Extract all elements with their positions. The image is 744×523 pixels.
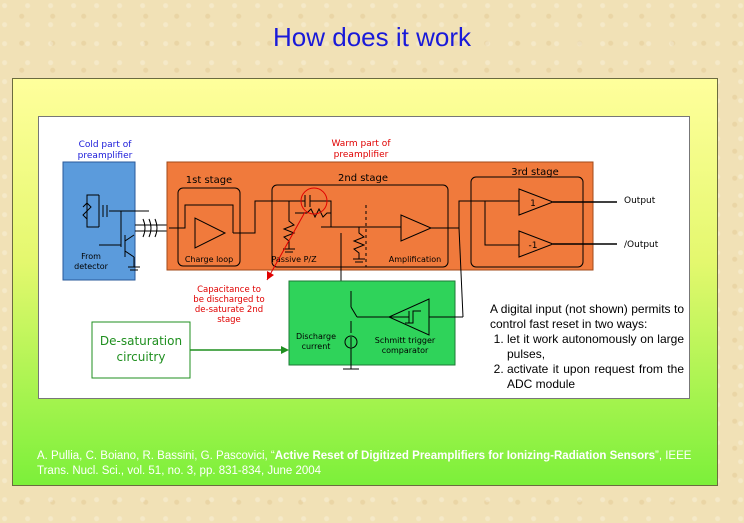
buffer-negative <box>518 230 555 258</box>
gain-positive-label: 1 <box>530 199 536 209</box>
cap-note-line1: Capacitance to <box>197 285 261 295</box>
amplification-label: Amplification <box>389 255 441 264</box>
desaturation-label-line1: De-saturation <box>100 334 182 348</box>
from-detector-line1: From <box>81 252 101 261</box>
gain-negative-label: -1 <box>529 241 538 251</box>
stage1-label: 1st stage <box>186 175 232 186</box>
cold-label-line1: Cold part of <box>79 140 133 150</box>
output-neg-label: /Output <box>624 240 659 250</box>
discharge-label-line2: current <box>302 342 331 351</box>
note-list: let it work autonomously on large pulses… <box>490 332 684 392</box>
stage2-box <box>271 184 449 268</box>
buffer-positive <box>518 188 555 216</box>
desaturation-label-line2: circuitry <box>117 350 166 364</box>
schmitt-label-line1: Schmitt trigger <box>375 336 436 345</box>
cold-label-line2: preamplifier <box>78 151 133 161</box>
note-item: activate it upon request from the ADC mo… <box>507 362 684 392</box>
reference-title: Active Reset of Digitized Preamplifiers … <box>274 450 655 462</box>
note-intro: A digital input (not shown) permits to c… <box>490 302 684 331</box>
cap-note-arrow <box>266 211 306 281</box>
cap-note-line2: be discharged to <box>193 295 264 305</box>
cap-note-line4: stage <box>217 315 241 325</box>
desaturation-box <box>91 321 191 379</box>
stage1-amp <box>194 217 227 249</box>
stage1-box <box>177 187 241 267</box>
cable-symbol <box>135 218 169 238</box>
stage3-label: 3rd stage <box>511 167 559 178</box>
charge-loop-label: Charge loop <box>185 255 233 264</box>
stage2-amp <box>400 214 433 242</box>
schmitt-label-line2: comparator <box>382 346 429 355</box>
circuit-diagram: Cold part of preamplifier From detector <box>38 116 690 399</box>
control-note: A digital input (not shown) permits to c… <box>490 302 684 392</box>
page-title: How does it work <box>273 22 471 52</box>
reset-block <box>288 280 456 366</box>
reference-authors: A. Pullia, C. Boiano, R. Bassini, G. Pas… <box>37 450 275 462</box>
jfet-symbol <box>82 194 149 271</box>
note-item: let it work autonomously on large pulses… <box>507 332 684 362</box>
passive-pz-label: Passive P/Z <box>271 255 317 264</box>
comparator-input-line <box>458 227 464 318</box>
stage1-feedback <box>169 204 234 233</box>
cap-note-line3: de-saturate 2nd <box>195 305 263 315</box>
pz-network <box>233 195 391 327</box>
warm-label-line1: Warm part of <box>331 139 391 149</box>
reference-citation: A. Pullia, C. Boiano, R. Bassini, G. Pas… <box>37 449 707 479</box>
warm-label-line2: preamplifier <box>334 150 389 160</box>
reference-journal: ”, IEEE Trans. Nucl. Sci., vol. 51, no. … <box>37 450 692 477</box>
circuit-svg: Cold part of preamplifier From detector <box>62 139 659 379</box>
output-label: Output <box>624 196 656 206</box>
stage2-label: 2nd stage <box>338 173 388 184</box>
warm-part-box <box>166 161 594 271</box>
capacitance-highlight <box>300 187 328 215</box>
discharge-label-line1: Discharge <box>296 332 336 341</box>
reset-switch <box>343 291 409 370</box>
from-detector-line2: detector <box>74 262 108 271</box>
stage3-box <box>470 176 584 268</box>
